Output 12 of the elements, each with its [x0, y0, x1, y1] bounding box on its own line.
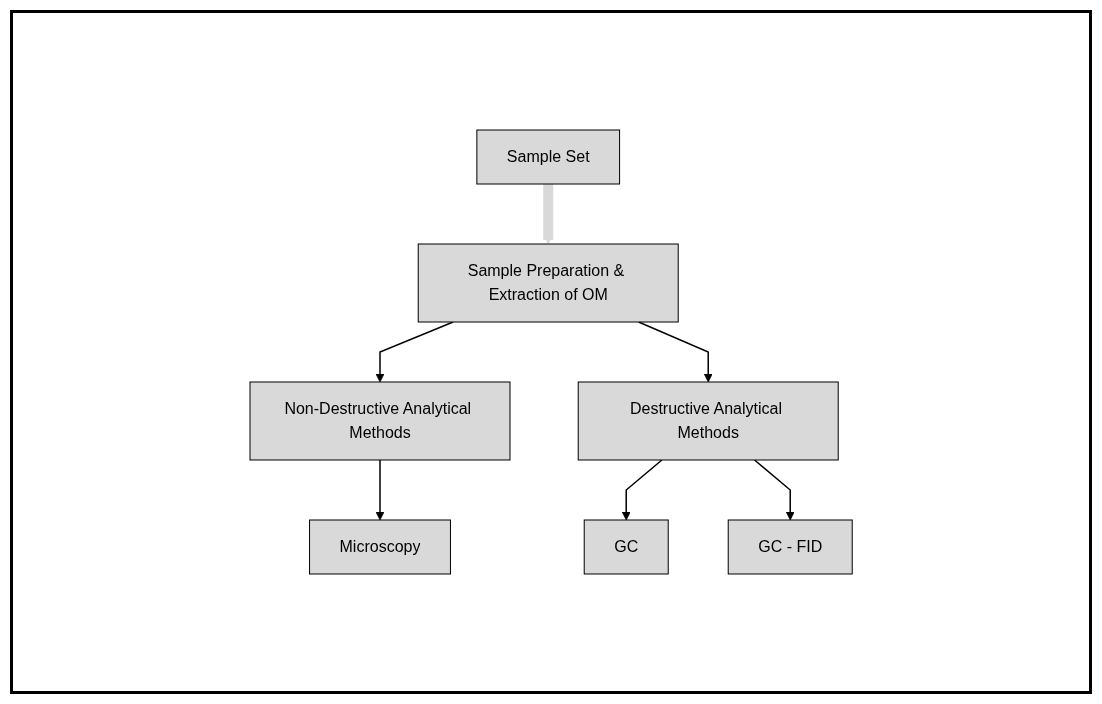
arrow	[375, 321, 454, 383]
node-box: Destructive Analytical Methods	[577, 381, 839, 461]
node-box: GC	[583, 519, 669, 575]
node-box: Sample Preparation & Extraction of OM	[417, 243, 679, 323]
node-box: Sample Set	[476, 129, 620, 185]
node-box: Non-Destructive Analytical Methods	[249, 381, 511, 461]
node-box: Microscopy	[308, 519, 451, 575]
arrow	[753, 459, 795, 521]
node-box: GC - FID	[727, 519, 853, 575]
arrow	[375, 459, 385, 521]
arrow	[621, 459, 663, 521]
arrow	[543, 184, 554, 245]
